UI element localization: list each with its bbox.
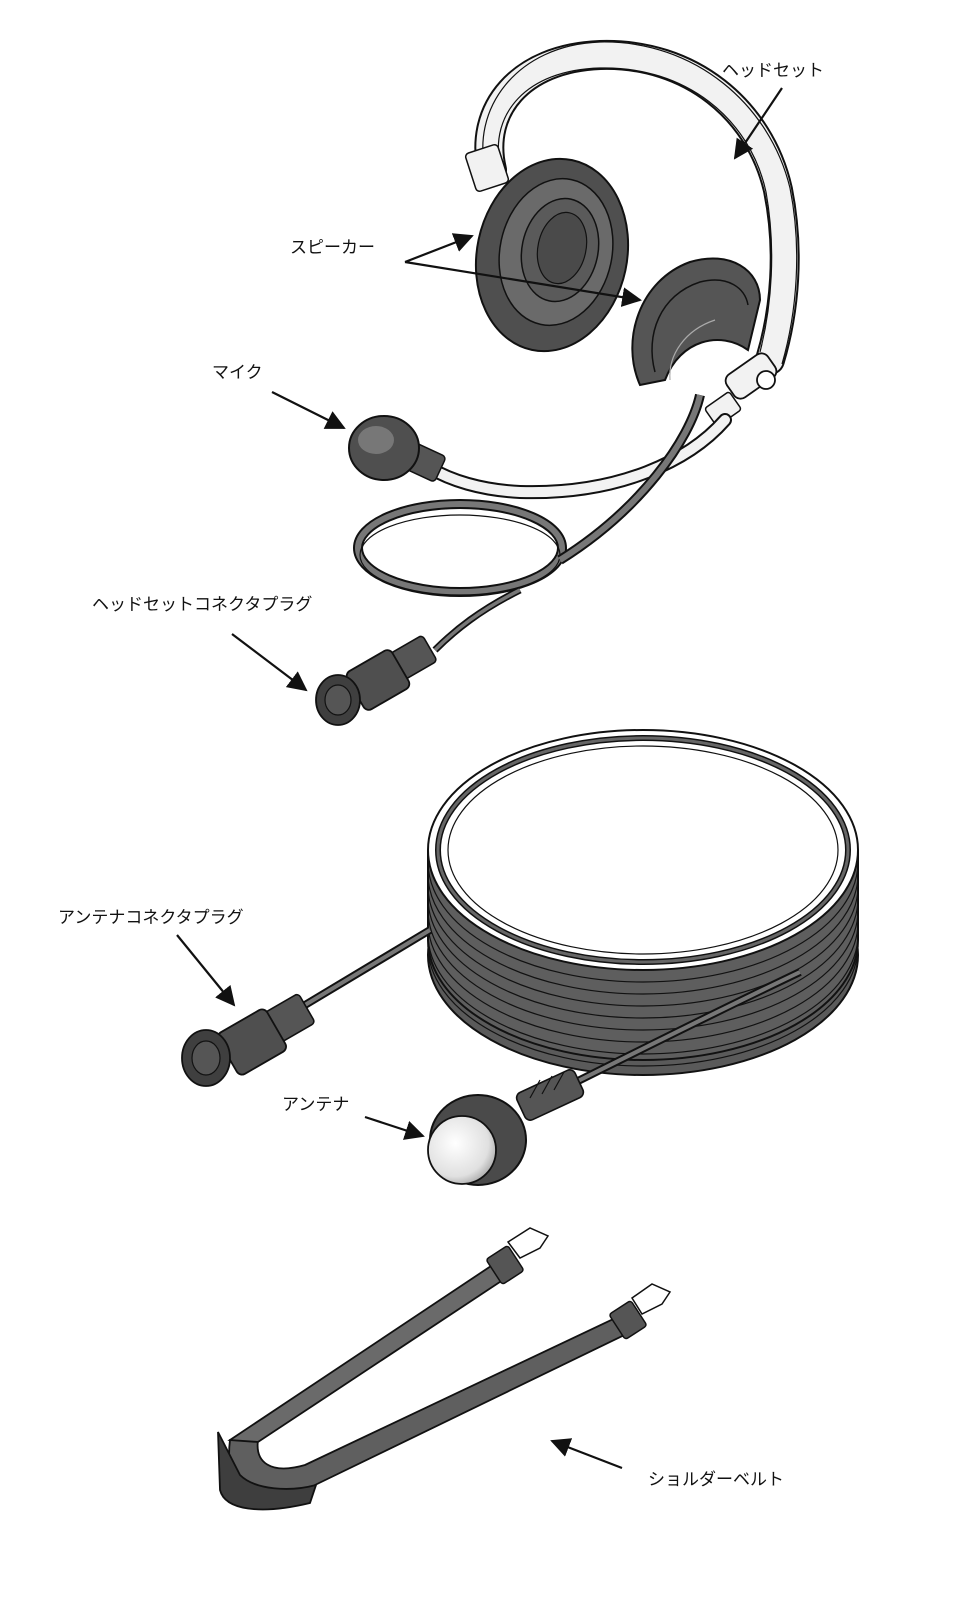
microphone [348, 415, 446, 482]
arrow-antenna-plug [176, 934, 236, 1007]
antenna-connector-plug-illustration [181, 993, 315, 1087]
arrow-headset-plug [231, 633, 308, 692]
callout-arrows [176, 87, 783, 1470]
arrow-speaker-right [404, 260, 642, 307]
headset-cord [353, 393, 705, 653]
label-headset-connector-plug: ヘッドセットコネクタプラグ [92, 595, 313, 615]
label-antenna-connector-plug: アンテナコネクタプラグ [58, 908, 244, 928]
headset-connector-plug-illustration [315, 635, 437, 726]
label-antenna: アンテナ [282, 1095, 350, 1115]
antenna-illustration [427, 1069, 585, 1186]
arrow-antenna [364, 1115, 425, 1140]
speaker-right [631, 257, 762, 387]
label-speaker: スピーカー [290, 238, 375, 258]
speaker-left [474, 157, 630, 353]
arrow-mic [271, 391, 346, 429]
antenna-cable-illustration [181, 729, 859, 1186]
arrow-speaker-left [404, 233, 474, 264]
label-mic: マイク [212, 363, 263, 383]
label-shoulder-belt: ショルダーベルト [648, 1470, 784, 1490]
label-headset: ヘッドセット [722, 61, 824, 81]
arrow-shoulder-belt [550, 1438, 623, 1470]
arrow-headset [733, 87, 783, 160]
headset-illustration [315, 39, 800, 726]
antenna-coil [427, 729, 859, 1076]
shoulder-belt-illustration [217, 1227, 672, 1511]
